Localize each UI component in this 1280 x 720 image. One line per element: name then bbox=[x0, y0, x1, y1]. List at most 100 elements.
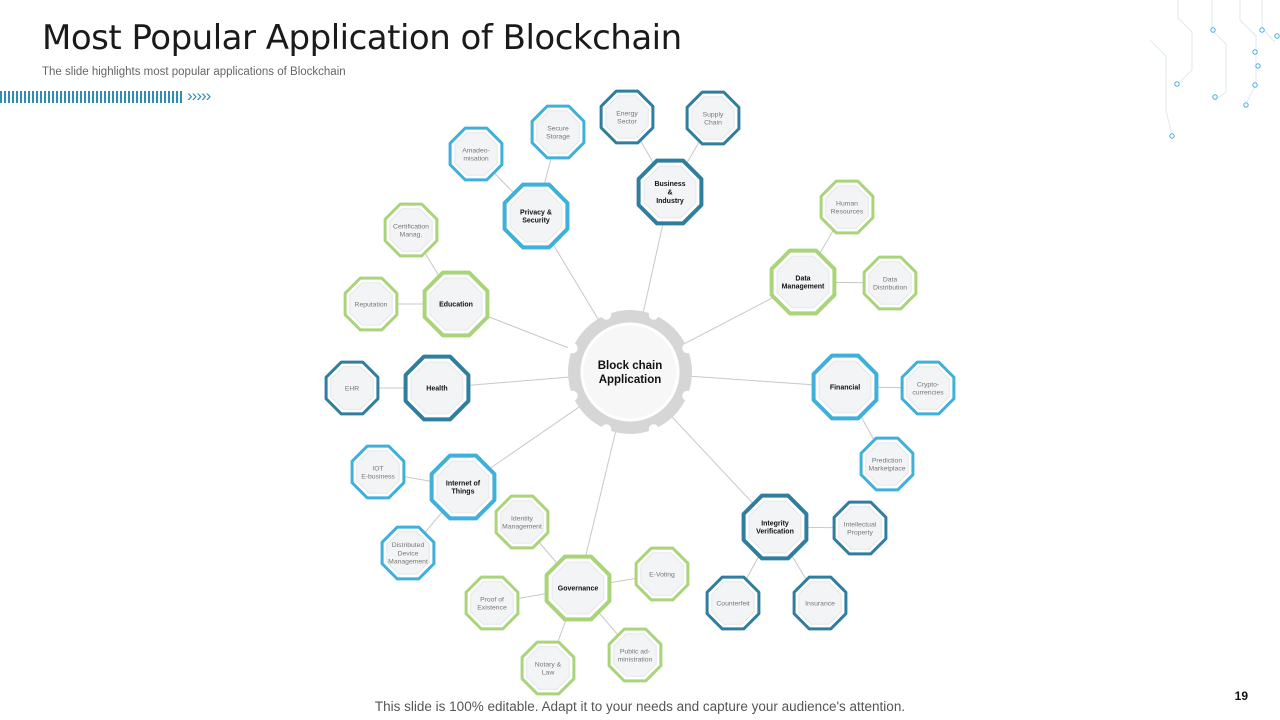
category-node-governance-label: Governance bbox=[558, 585, 599, 592]
category-node-business: Business&Industry bbox=[636, 158, 704, 226]
circuit-line bbox=[1261, 0, 1276, 43]
leaf-node-supply-chain-fill bbox=[691, 96, 735, 140]
leaf-node-iot-e-business-label: IOT bbox=[372, 465, 383, 472]
center-hub-label: Application bbox=[599, 374, 662, 386]
category-node-education: Education bbox=[422, 270, 490, 338]
circuit-line bbox=[1239, 0, 1257, 105]
category-node-education-fill bbox=[429, 277, 483, 331]
leaf-node-insurance: Insurance bbox=[792, 575, 848, 631]
category-node-integrity-label: Verification bbox=[756, 529, 794, 536]
leaf-node-human-resources-label: Human bbox=[836, 200, 858, 207]
category-node-financial: Financial bbox=[811, 353, 879, 421]
chevrons-decoration: ››››› bbox=[187, 86, 211, 105]
leaf-node-energy-sector-label: Energy bbox=[616, 110, 638, 117]
leaf-node-proof-of-existence-label: Existence bbox=[477, 604, 507, 611]
leaf-node-distributed-device-management-label: Management bbox=[388, 559, 428, 566]
center-hub-core bbox=[580, 322, 680, 422]
leaf-node-certification-manag-label: Certification bbox=[393, 223, 429, 230]
category-node-privacy: Privacy & Security bbox=[502, 182, 570, 250]
category-node-data-label: Data bbox=[795, 275, 810, 282]
circuit-line bbox=[1211, 0, 1227, 101]
category-node-governance-fill bbox=[551, 561, 605, 615]
leaf-node-secure-storage-label: Storage bbox=[546, 133, 570, 140]
center-hub-notch bbox=[567, 343, 578, 354]
circuit-dot bbox=[1174, 81, 1180, 87]
leaf-node-human-resources-fill bbox=[825, 185, 869, 229]
leaf-node-identity-management-label: Management bbox=[502, 523, 542, 530]
leaf-node-prediction-marketplace-label: Prediction bbox=[872, 457, 902, 464]
leaf-node-insurance-label: Insurance bbox=[805, 600, 835, 607]
circuit-dot bbox=[1252, 49, 1258, 55]
category-node-financial-fill bbox=[818, 360, 872, 414]
leaf-node-data-distribution-label: Data bbox=[883, 276, 898, 283]
center-hub-label: Block chain bbox=[598, 360, 663, 372]
leaf-node-crypto-currencies-label: Crypto- bbox=[917, 381, 939, 388]
leaf-node-counterfeit-label: Counterfeit bbox=[716, 600, 749, 607]
leaf-node-secure-storage-fill bbox=[536, 110, 580, 154]
leaf-node-energy-sector-label: Sector bbox=[617, 118, 637, 125]
circuit-dot bbox=[1259, 27, 1265, 33]
leaf-node-insurance-fill bbox=[798, 581, 842, 625]
leaf-node-human-resources-label: Resources bbox=[831, 208, 864, 215]
leaf-node-reputation-fill bbox=[349, 282, 393, 326]
leaf-node-distributed-device-management-label: Device bbox=[398, 550, 419, 557]
circuit-dot bbox=[1212, 94, 1218, 100]
slide-title: Most Popular Application of Blockchain bbox=[42, 18, 682, 58]
center-hub-notch bbox=[601, 309, 612, 320]
leaf-node-e-voting-fill bbox=[640, 552, 684, 596]
category-node-privacy-label: Security bbox=[522, 218, 550, 225]
center-hub-notch bbox=[682, 343, 693, 354]
category-node-integrity-fill bbox=[748, 500, 802, 554]
category-node-iot-label: Things bbox=[452, 489, 475, 496]
leaf-node-crypto-currencies-label: currencies bbox=[912, 389, 944, 396]
leaf-node-iot-e-business-fill bbox=[356, 450, 400, 494]
center-hub-notch bbox=[648, 424, 659, 435]
category-node-privacy-label: Privacy & bbox=[520, 209, 552, 216]
category-node-business-label: Business bbox=[654, 181, 685, 188]
leaf-node-identity-management-label: Identity bbox=[511, 515, 534, 522]
circuit-dot bbox=[1252, 82, 1258, 88]
leaf-node-secure-storage-label: Secure bbox=[547, 125, 569, 132]
leaf-node-proof-of-existence-fill bbox=[470, 581, 514, 625]
leaf-node-public-ad-ministration-fill bbox=[613, 633, 657, 677]
leaf-node-notary-law-label: Law bbox=[542, 669, 555, 676]
leaf-node-public-ad-ministration-label: ministration bbox=[618, 656, 653, 663]
leaf-node-intellectual-property-label: Intellectual bbox=[844, 521, 877, 528]
category-node-data-fill bbox=[776, 255, 830, 309]
footer-note: This slide is 100% editable. Adapt it to… bbox=[374, 699, 906, 714]
leaf-node-reputation: Reputation bbox=[343, 276, 399, 332]
circuit-line bbox=[1175, 0, 1193, 87]
leaf-node-supply-chain-label: Supply bbox=[703, 111, 724, 118]
circuit-dot bbox=[1255, 63, 1261, 69]
leaf-node-counterfeit: Counterfeit bbox=[705, 575, 761, 631]
leaf-node-ehr-label: EHR bbox=[345, 385, 359, 392]
leaf-node-amadeo-misation-label: Amadeo- bbox=[462, 147, 490, 154]
circuit-dot bbox=[1210, 27, 1216, 33]
category-node-governance: Governance bbox=[544, 554, 612, 622]
leaf-node-proof-of-existence-label: Proof of bbox=[480, 596, 504, 603]
leaf-node-amadeo-misation-label: misation bbox=[463, 155, 489, 162]
leaf-node-counterfeit-fill bbox=[711, 581, 755, 625]
leaf-node-distributed-device-management-label: Distributed bbox=[392, 542, 425, 549]
leaf-node-ehr: EHR bbox=[324, 360, 380, 416]
leaf-node-certification-manag-label: Manag. bbox=[400, 231, 423, 238]
leaf-node-amadeo-misation-fill bbox=[454, 132, 498, 176]
leaf-node-e-voting-label: E-Voting bbox=[649, 571, 675, 578]
circuit-dot bbox=[1169, 133, 1175, 139]
category-node-education-label: Education bbox=[439, 301, 473, 308]
category-node-health-label: Health bbox=[426, 385, 447, 392]
category-node-health: Health bbox=[403, 354, 471, 422]
leaf-node-supply-chain-label: Chain bbox=[704, 119, 722, 126]
